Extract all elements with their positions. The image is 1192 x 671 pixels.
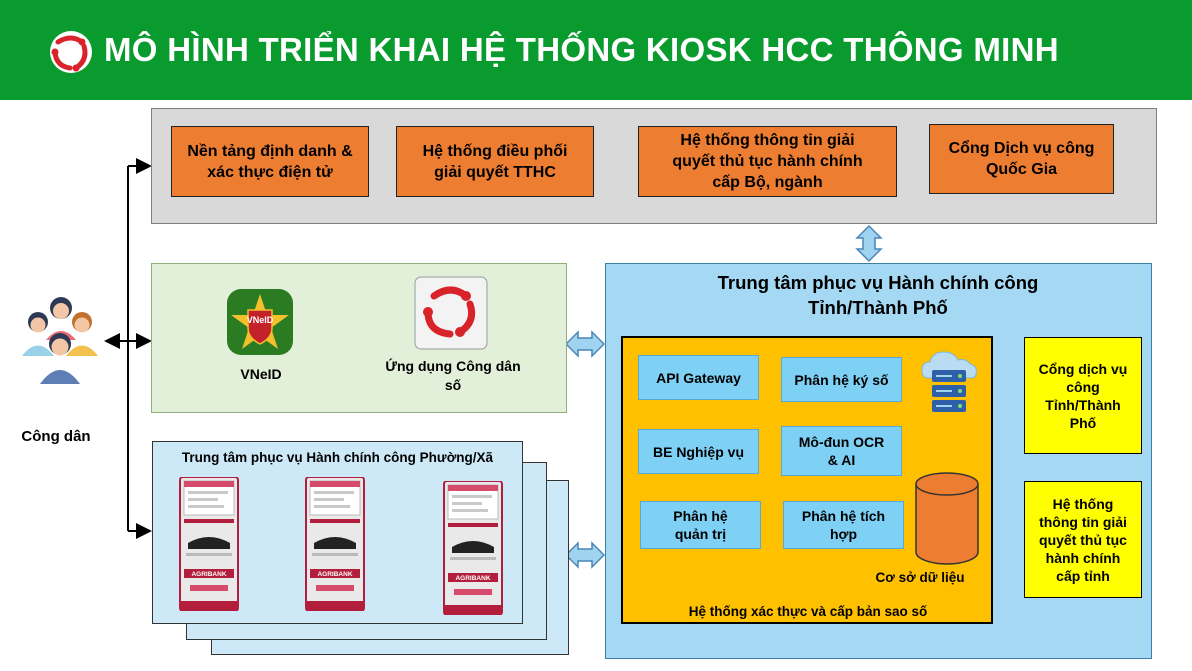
ocr-ai-module: Mô-đun OCR & AI — [781, 426, 902, 476]
database-icon — [914, 472, 980, 566]
citizens-icon — [18, 290, 104, 386]
vneid-label: VNeID — [240, 366, 282, 382]
svg-text:VNeID: VNeID — [247, 315, 274, 325]
digital-signature-module: Phân hệ ký số — [781, 357, 902, 402]
citizen-label: Công dân — [21, 428, 91, 445]
svg-text:AGRIBANK: AGRIBANK — [455, 575, 490, 582]
province-center-title: Trung tâm phục vụ Hành chính công Tỉnh/T… — [717, 272, 1039, 318]
ward-center-title: Trung tâm phục vụ Hành chính công Phường… — [181, 450, 494, 465]
kiosk-logo-icon — [44, 28, 98, 76]
kiosk-machine-1[interactable]: AGRIBANK — [178, 476, 240, 612]
kiosk-machine-2[interactable]: AGRIBANK — [304, 476, 366, 612]
citizen-app-label: Ứng dụng Công dân số — [385, 358, 521, 393]
database-label: Cơ sở dữ liệu — [875, 570, 965, 585]
admin-module: Phân hệ quản trị — [640, 501, 761, 549]
provincial-portal-box: Cổng dịch vụ công Tỉnh/Thành Phố — [1024, 337, 1142, 454]
header-bar — [0, 0, 1192, 100]
kiosk-machine-3[interactable]: AGRIBANK — [442, 480, 504, 616]
tthc-coordination-box: Hệ thống điều phối giải quyết TTHC — [396, 126, 594, 197]
national-public-service-portal-box: Cổng Dịch vụ công Quốc Gia — [929, 124, 1114, 194]
api-gateway-module: API Gateway — [638, 355, 759, 400]
svg-text:AGRIBANK: AGRIBANK — [191, 571, 226, 578]
vneid-app-icon[interactable]: VNeID — [226, 288, 294, 356]
apps-panel — [151, 263, 567, 413]
business-backend-module: BE Nghiệp vụ — [638, 429, 759, 474]
page-title: MÔ HÌNH TRIỂN KHAI HỆ THỐNG KIOSK HCC TH… — [104, 31, 1059, 68]
ministry-info-system-box: Hệ thống thông tin giải quyết thủ tục hà… — [638, 126, 897, 197]
core-system-footer: Hệ thống xác thực và cấp bản sao số — [688, 604, 928, 619]
citizen-app-icon[interactable] — [414, 276, 488, 350]
provincial-info-system-box: Hệ thống thông tin giải quyết thủ tục hà… — [1024, 481, 1142, 598]
integration-module: Phân hệ tích hợp — [783, 501, 904, 549]
identity-platform-box: Nền tảng định danh & xác thực điện tử — [171, 126, 369, 197]
server-cloud-icon — [918, 348, 980, 418]
svg-text:AGRIBANK: AGRIBANK — [317, 571, 352, 578]
